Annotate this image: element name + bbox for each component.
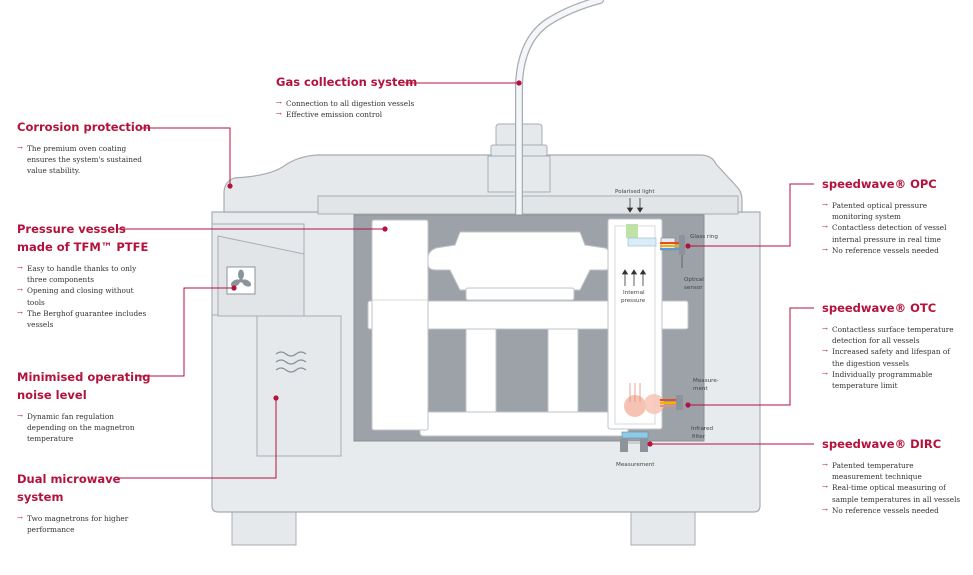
corrosion-protection-list: The premium oven coating ensures the sys… xyxy=(17,143,147,177)
noise-leader-line xyxy=(138,287,232,377)
internal-pressure-label-line2: pressure xyxy=(621,298,646,304)
pressure-vessels-title-line1: Pressure vessels xyxy=(17,222,126,236)
optical-sensor-label-line2: sensor xyxy=(684,285,703,291)
measurement-side-label-line2: ment xyxy=(693,386,708,392)
glass-ring-label: Glass ring xyxy=(690,234,718,240)
list-item: No reference vessels needed xyxy=(822,245,960,256)
speedwave-dirc-callout: speedwave® DIRC Patented temperature mea… xyxy=(822,435,964,516)
infrared-filter-label-line2: filter xyxy=(692,434,706,440)
infrared-filter-device xyxy=(620,431,649,452)
list-item: The Berghof guarantee includes vessels xyxy=(17,308,149,330)
leader-lines xyxy=(117,82,814,479)
microwave-wave-icon xyxy=(275,351,307,373)
microwave-leader-line xyxy=(117,398,277,479)
list-item: Patented temperature measurement techniq… xyxy=(822,460,964,482)
list-item: No reference vessels needed xyxy=(822,505,964,516)
gas-collection-list: Connection to all digestion vessels Effe… xyxy=(276,98,417,121)
list-item: Increased safety and lifespan of the dig… xyxy=(822,346,960,368)
pressure-vessels-list: Easy to handle thanks to only three comp… xyxy=(17,263,149,330)
dual-microwave-list: Two magnetrons for higher performance xyxy=(17,513,149,535)
temperature-sensor-device xyxy=(644,394,683,414)
left-foot xyxy=(231,510,297,546)
list-item: Easy to handle thanks to only three comp… xyxy=(17,263,149,285)
polarised-light-arrows xyxy=(626,198,644,213)
gas-collection-title: Gas collection system xyxy=(276,75,418,89)
fan-icon xyxy=(226,266,256,295)
dual-microwave-title-line1: Dual microwave xyxy=(17,472,121,486)
gas-collection-callout: Gas collection system Connection to all … xyxy=(276,73,418,121)
corrosion-protection-callout: Corrosion protection The premium oven co… xyxy=(17,118,151,177)
dual-microwave-title-line2: system xyxy=(17,490,64,504)
list-item: Two magnetrons for higher performance xyxy=(17,513,149,535)
speedwave-dirc-title: speedwave® DIRC xyxy=(822,437,942,451)
list-item: Contactless detection of vessel internal… xyxy=(822,222,960,244)
speedwave-opc-callout: speedwave® OPC Patented optical pressure… xyxy=(822,175,960,256)
optical-sensor-label-line1: Optical xyxy=(684,277,704,283)
optical-sensor-device xyxy=(627,235,685,268)
polarised-light-label: Polarised light xyxy=(615,189,655,195)
magnetron-housing xyxy=(256,315,342,457)
opc-leader-line xyxy=(688,183,814,247)
dual-microwave-callout: Dual microwave system Two magnetrons for… xyxy=(17,470,149,535)
noise-level-list: Dynamic fan regulation depending on the … xyxy=(17,411,149,445)
list-item: Opening and closing without tools xyxy=(17,285,149,307)
measurement-side-label-line1: Measure- xyxy=(693,378,719,384)
speedwave-dirc-list: Patented temperature measurement techniq… xyxy=(822,460,964,516)
speedwave-otc-title: speedwave® OTC xyxy=(822,301,937,315)
pressure-vessels-callout: Pressure vessels made of TFM™ PTFE Easy … xyxy=(17,220,149,330)
speedwave-otc-callout: speedwave® OTC Contactless surface tempe… xyxy=(822,299,960,391)
speedwave-opc-title: speedwave® OPC xyxy=(822,177,937,191)
leader-dots xyxy=(227,80,691,447)
vessel-rotor xyxy=(367,231,689,437)
infrared-filter-label-line1: Infrared xyxy=(691,426,714,432)
internal-pressure-arrows xyxy=(621,269,647,286)
gas-tube-inner xyxy=(516,0,603,235)
lid-rim xyxy=(317,195,739,215)
pressure-vessel xyxy=(371,219,429,431)
speedwave-opc-list: Patented optical pressure monitoring sys… xyxy=(822,200,960,256)
noise-level-title-line1: Minimised operating xyxy=(17,370,151,384)
otc-leader-line xyxy=(688,307,814,406)
list-item: The premium oven coating ensures the sys… xyxy=(17,143,147,177)
sensor-vessel xyxy=(607,218,663,430)
list-item: Effective emission control xyxy=(276,109,417,120)
noise-level-title-line2: noise level xyxy=(17,388,87,402)
noise-level-callout: Minimised operating noise level Dynamic … xyxy=(17,368,151,445)
right-foot xyxy=(630,510,696,546)
list-item: Connection to all digestion vessels xyxy=(276,98,417,109)
list-item: Individually programmable temperature li… xyxy=(822,369,960,391)
measurement-bottom-label: Measurement xyxy=(616,462,655,468)
list-item: Patented optical pressure monitoring sys… xyxy=(822,200,960,222)
list-item: Dynamic fan regulation depending on the … xyxy=(17,411,149,445)
pressure-vessels-title-line2: made of TFM™ PTFE xyxy=(17,240,149,254)
speedwave-otc-list: Contactless surface temperature detectio… xyxy=(822,324,960,391)
internal-pressure-label-line1: Internal xyxy=(623,290,645,296)
corrosion-leader-line xyxy=(142,127,231,184)
list-item: Real-time optical measuring of sample te… xyxy=(822,482,964,504)
list-item: Contactless surface temperature detectio… xyxy=(822,324,960,346)
corrosion-protection-title: Corrosion protection xyxy=(17,120,151,134)
